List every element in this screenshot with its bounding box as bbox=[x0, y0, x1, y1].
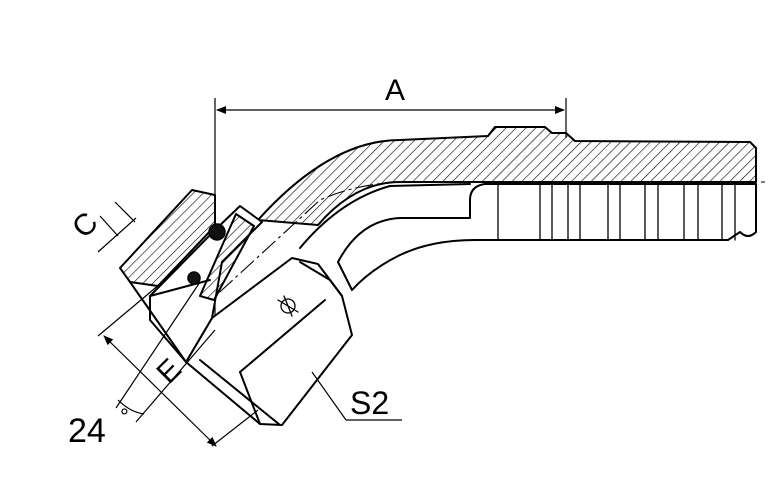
tail-lower-section bbox=[337, 183, 757, 291]
dimension-a-label: A bbox=[385, 74, 405, 107]
dimension-e-ext-1 bbox=[97, 283, 161, 337]
bore-line bbox=[299, 183, 471, 249]
angle-24: 24 ° bbox=[68, 281, 216, 450]
nut-edge-line bbox=[239, 299, 326, 373]
cone-seat bbox=[119, 189, 263, 363]
dimension-c-ext-1 bbox=[99, 215, 119, 237]
s2-label: S2 bbox=[350, 385, 389, 421]
nut-chamfer bbox=[299, 261, 343, 297]
dimension-e-line bbox=[103, 335, 217, 447]
angle-value: 24 bbox=[68, 412, 106, 450]
swivel-nut bbox=[185, 257, 353, 426]
dimension-c-label: C bbox=[66, 206, 105, 245]
angle-arc bbox=[117, 399, 145, 415]
dimension-e-ext-2 bbox=[211, 409, 259, 447]
center-line bbox=[197, 181, 765, 313]
angle-leg-2 bbox=[135, 329, 216, 423]
tail-hatched-section bbox=[257, 126, 757, 226]
hose-tail bbox=[257, 126, 757, 291]
nut-corner-line bbox=[239, 371, 261, 425]
angle-leg-1 bbox=[115, 281, 201, 409]
dimension-c: C bbox=[66, 201, 137, 253]
dimension-c-ext-2 bbox=[114, 201, 136, 223]
s2-callout: S2 bbox=[311, 371, 402, 421]
s2-leader bbox=[311, 371, 347, 421]
angle-degree-symbol: ° bbox=[120, 404, 129, 429]
nut-hole-symbol bbox=[277, 295, 299, 317]
cone-inner-hatch bbox=[199, 213, 255, 301]
tail-barb-lines bbox=[497, 183, 736, 241]
o-ring-lower bbox=[187, 271, 201, 285]
o-ring-upper bbox=[208, 223, 226, 241]
